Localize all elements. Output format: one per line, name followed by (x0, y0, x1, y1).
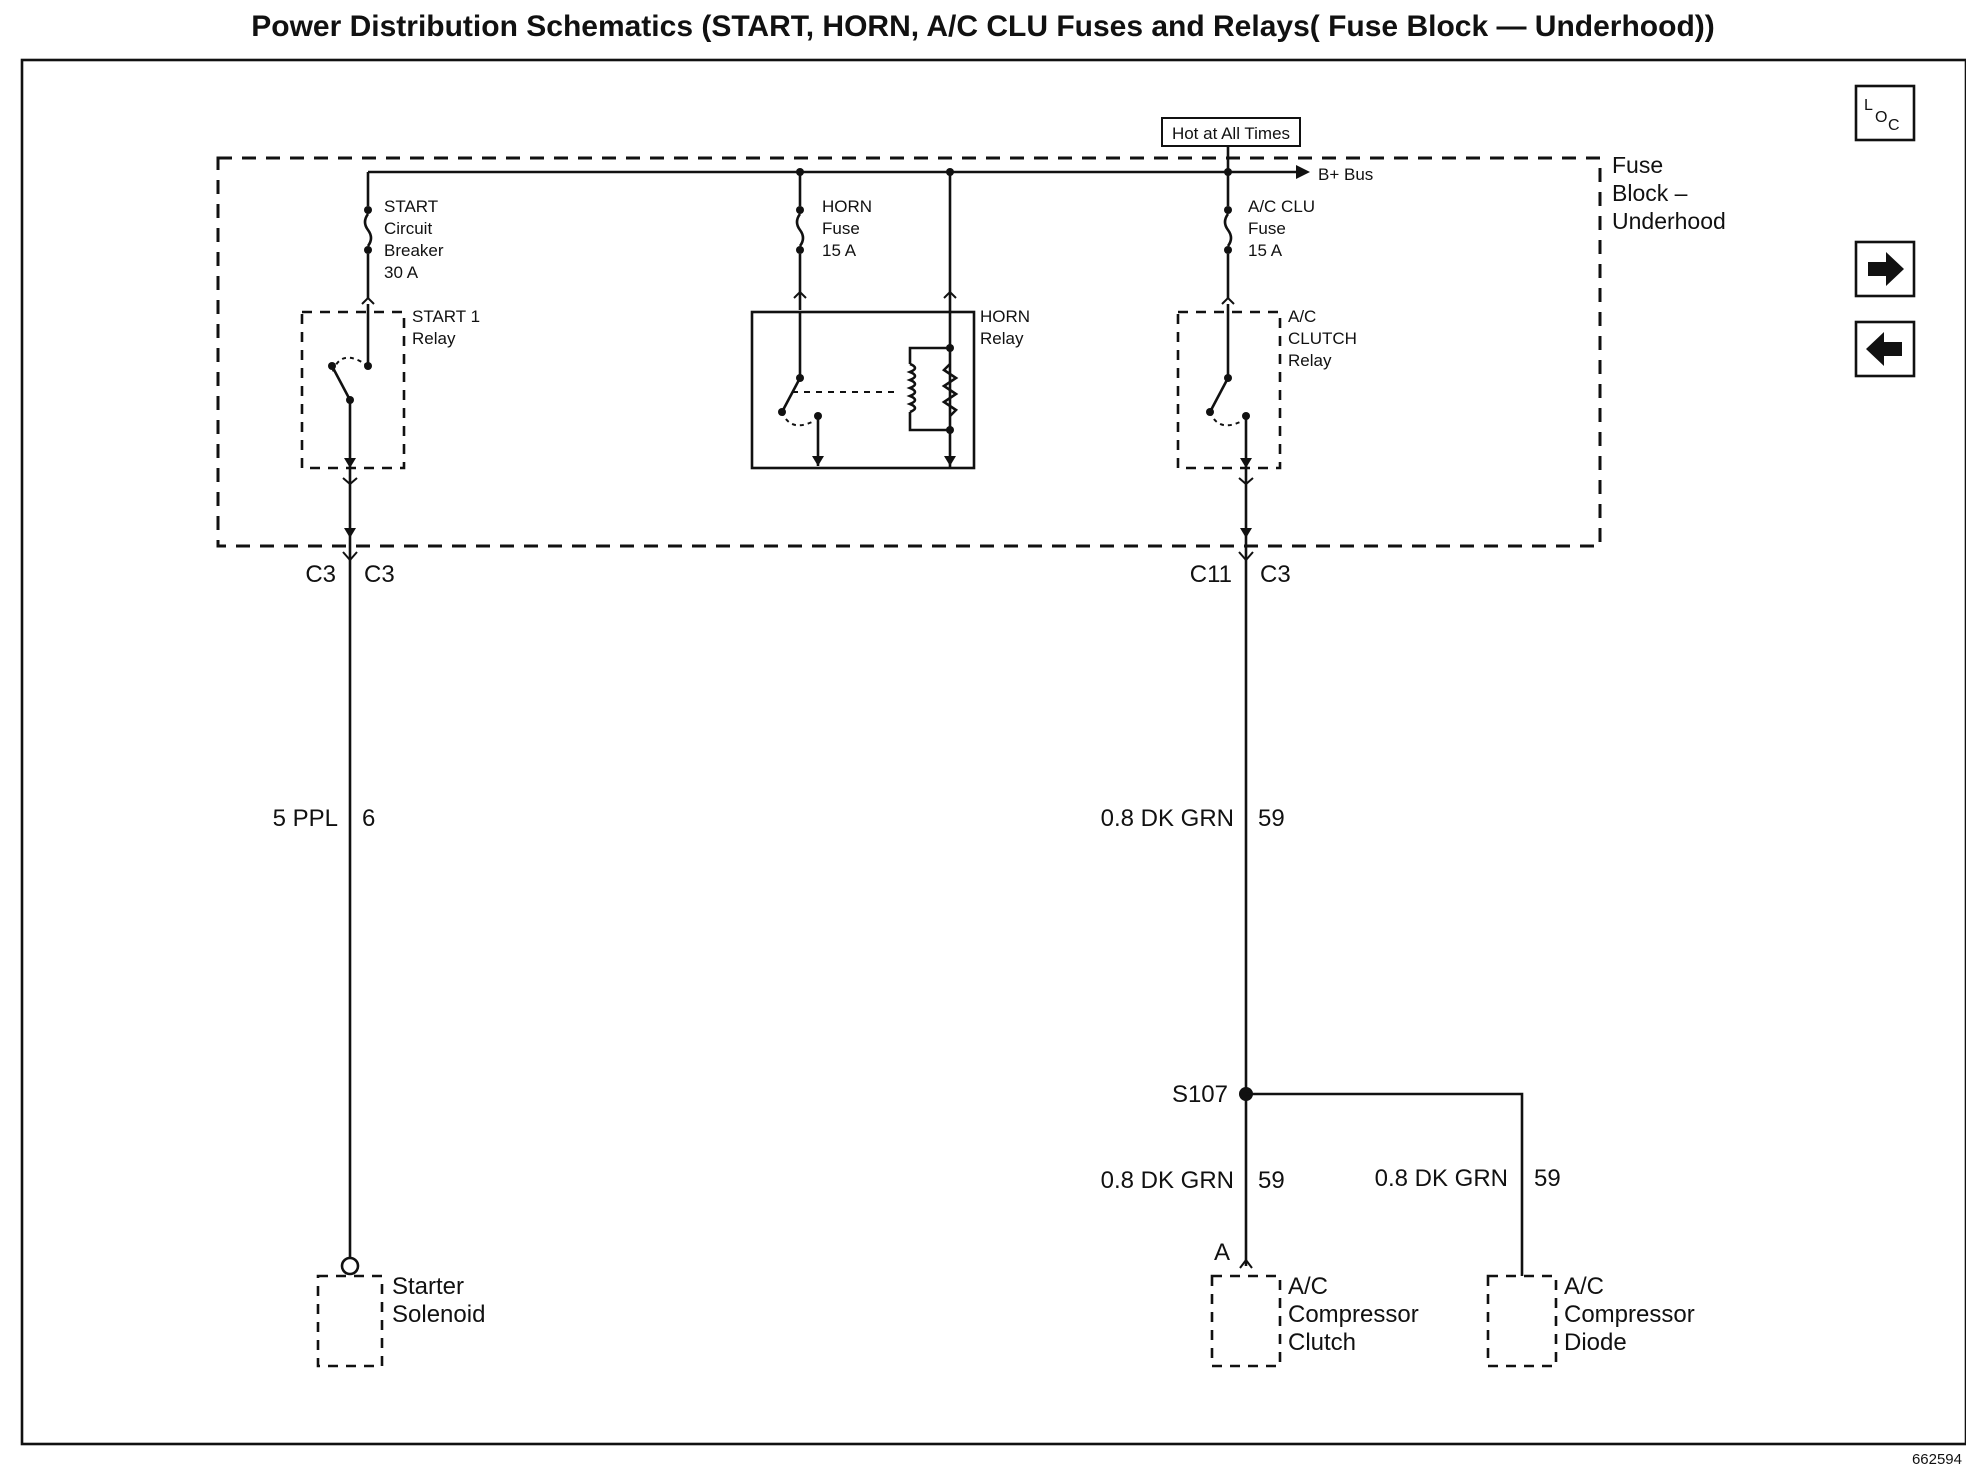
horn-relay: HORN Relay (750, 172, 1035, 470)
diode-wire-circuit: 59 (1534, 1165, 1561, 1192)
start-wire-color: 5 PPL (273, 805, 338, 832)
ac-compressor-clutch: A/C Compressor Clutch (1210, 1273, 1425, 1368)
clutch-wire-circuit: 59 (1258, 1167, 1285, 1194)
horn-relay-label: HORN Relay (980, 307, 1035, 348)
clutch-wire-color: 0.8 DK GRN (1101, 1167, 1234, 1194)
ac-wire-circuit: 59 (1258, 805, 1285, 832)
fuse-block-outline (216, 156, 1602, 548)
start-relay-label: START 1 Relay (412, 307, 485, 348)
connector-c3-right: C3 (364, 561, 395, 588)
horn-fuse: HORN Fuse 15 A (793, 172, 877, 310)
next-button[interactable] (1854, 240, 1916, 298)
splice-s107: S107 0.8 DK GRN 59 0.8 DK GRN 59 A (1101, 1081, 1561, 1276)
diode-label: A/C Compressor Diode (1564, 1273, 1701, 1356)
horn-fuse-label: HORN Fuse 15 A (822, 197, 877, 260)
clutch-label: A/C Compressor Clutch (1288, 1273, 1425, 1356)
back-button[interactable] (1854, 320, 1916, 378)
start-cb-label: START Circuit Breaker 30 A (384, 197, 448, 282)
ac-compressor-diode: A/C Compressor Diode (1486, 1273, 1701, 1368)
ac-wire-color: 0.8 DK GRN (1101, 805, 1234, 832)
starter-solenoid: Starter Solenoid (316, 1273, 485, 1368)
fuse-block-label: Fuse Block – Underhood (1612, 152, 1726, 234)
start-relay: START 1 Relay (300, 304, 485, 470)
arrow-left-icon (1866, 332, 1902, 366)
start-output-wire: C3 C3 5 PPL 6 (273, 470, 395, 1276)
connector-c3-ac: C3 (1260, 561, 1291, 588)
splice-label: S107 (1172, 1081, 1228, 1108)
page-title: Power Distribution Schematics (START, HO… (251, 10, 1715, 43)
start-wire-circuit: 6 (362, 805, 375, 832)
figure-number: 662594 (1912, 1451, 1962, 1468)
ac-output-wire: C11 C3 0.8 DK GRN 59 (1101, 470, 1291, 1266)
connector-c11: C11 (1190, 561, 1232, 588)
ac-relay-label: A/C CLUTCH Relay (1288, 307, 1362, 370)
loc-letter-l: L (1864, 97, 1873, 114)
connector-c3-left: C3 (305, 561, 336, 588)
starter-label: Starter Solenoid (392, 1273, 485, 1328)
b-plus-bus: B+ Bus (368, 146, 1373, 184)
loc-letter-o: O (1875, 109, 1887, 126)
hot-label-box (1161, 117, 1301, 147)
pin-a-label: A (1214, 1239, 1230, 1266)
ac-clutch-relay: A/C CLUTCH Relay (1176, 304, 1362, 470)
hot-label: Hot at All Times (1172, 124, 1290, 143)
ac-clu-fuse: A/C CLU Fuse 15 A (1221, 172, 1320, 305)
diagram-frame (20, 58, 1966, 1446)
arrow-right-icon (1868, 252, 1904, 286)
ac-fuse-label: A/C CLU Fuse 15 A (1248, 197, 1320, 260)
start-circuit-breaker: START Circuit Breaker 30 A (361, 172, 448, 305)
loc-button[interactable]: L O C (1854, 84, 1916, 142)
loc-letter-c: C (1888, 117, 1900, 134)
bus-label: B+ Bus (1318, 165, 1373, 184)
diode-wire-color: 0.8 DK GRN (1375, 1165, 1508, 1192)
